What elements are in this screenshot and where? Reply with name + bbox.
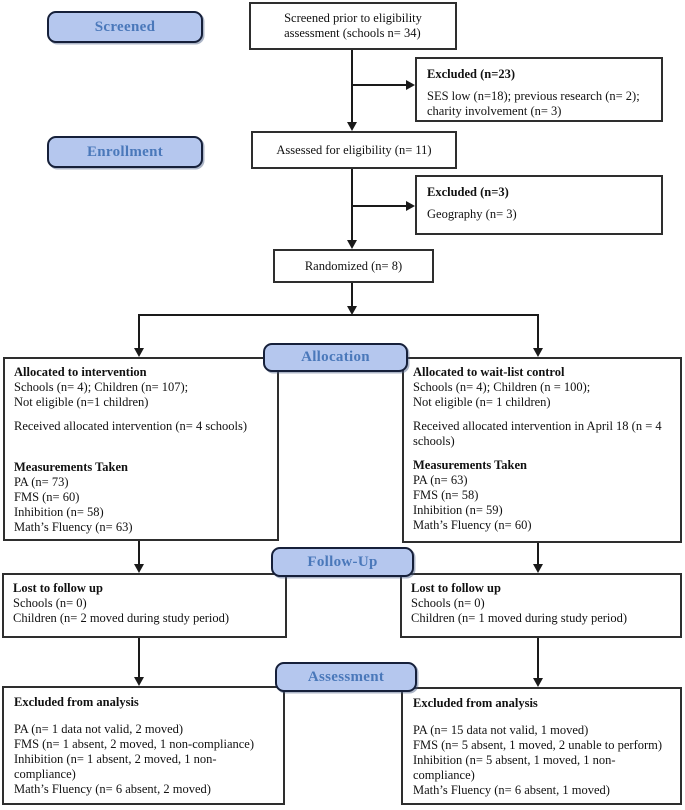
box-title: Excluded (n=3) <box>427 185 509 199</box>
text-line: Schools (n= 0) <box>411 596 485 610</box>
measurements-title: Measurements Taken <box>14 460 129 474</box>
assessed-eligibility-box: Assessed for eligibility (n= 11) <box>251 131 457 169</box>
arrow-down-icon <box>533 678 543 687</box>
connector-screened-to-assessed <box>351 50 353 123</box>
connector-waitlist-to-followup <box>537 543 539 565</box>
lost-followup-intervention-box: Lost to follow up Schools (n= 0) Childre… <box>2 573 287 638</box>
spacer <box>14 434 268 460</box>
stage-badge-label: Screened <box>94 18 156 35</box>
box-title: Excluded (n=23) <box>427 67 516 81</box>
text-line: Math’s Fluency (n= 6 absent, 1 moved) <box>413 783 610 797</box>
text-line: Inhibition (n= 58) <box>14 505 104 519</box>
lost-followup-waitlist-box: Lost to follow up Schools (n= 0) Childre… <box>400 573 682 638</box>
text-line: assessment (schools n= 34) <box>284 26 421 40</box>
text-line: Math’s Fluency (n= 63) <box>14 520 133 534</box>
text-line: PA (n= 15 data not valid, 1 moved) <box>413 723 589 737</box>
stage-badge-follow-up: Follow-Up <box>271 547 414 577</box>
connector-split-to-waitlist <box>537 314 539 349</box>
screened-prior-box: Screened prior to eligibility assessment… <box>249 2 457 50</box>
excluded-analysis-waitlist-box: Excluded from analysis PA (n= 15 data no… <box>401 687 682 805</box>
allocated-intervention-box: Allocated to intervention Schools (n= 4)… <box>3 357 279 541</box>
text-line: Schools (n= 0) <box>13 596 87 610</box>
box-title: Allocated to wait-list control <box>413 365 565 379</box>
text-line: Assessed for eligibility (n= 11) <box>276 142 432 157</box>
stage-badge-label: Allocation <box>301 349 370 365</box>
spacer <box>413 449 671 458</box>
text-line: FMS (n= 5 absent, 1 moved, 2 unable to p… <box>413 738 663 752</box>
arrow-down-icon <box>347 122 357 131</box>
arrow-down-icon <box>533 564 543 573</box>
excluded-1-box: Excluded (n=23) SES low (n=18); previous… <box>415 57 663 122</box>
text-line: PA (n= 1 data not valid, 2 moved) <box>14 722 184 736</box>
measurements-title: Measurements Taken <box>413 458 528 472</box>
text-line: Inhibition (n= 59) <box>413 503 503 517</box>
allocated-waitlist-box: Allocated to wait-list control Schools (… <box>402 357 682 543</box>
arrow-down-icon <box>347 306 357 315</box>
text-line: Inhibition (n= 5 absent, 1 moved, 1 non-… <box>413 753 616 782</box>
connector-split-to-intervention <box>138 314 140 349</box>
text-line: FMS (n= 60) <box>14 490 80 504</box>
text-line: Math’s Fluency (n= 60) <box>413 518 532 532</box>
excluded-2-box: Excluded (n=3) Geography (n= 3) <box>415 175 663 235</box>
text-line: Schools (n= 4); Children (n = 100); <box>413 380 591 394</box>
arrow-right-icon <box>406 201 415 211</box>
spacer <box>14 410 268 419</box>
text-line: Received allocated intervention in April… <box>413 419 662 448</box>
arrow-down-icon <box>134 677 144 686</box>
text-line: FMS (n= 1 absent, 2 moved, 1 non-complia… <box>14 737 254 751</box>
connector-randomized-to-split <box>351 283 353 307</box>
connector-split-line <box>138 314 539 316</box>
box-title: Lost to follow up <box>411 581 501 595</box>
stage-badge-label: Follow-Up <box>307 553 378 570</box>
text-line: Children (n= 2 moved during study period… <box>13 611 230 625</box>
stage-badge-label: Enrollment <box>86 143 164 160</box>
arrow-right-icon <box>406 80 415 90</box>
box-title: Excluded from analysis <box>14 695 139 709</box>
spacer <box>413 410 671 419</box>
text-line: Randomized (n= 8) <box>304 258 403 273</box>
text-line: PA (n= 73) <box>14 475 69 489</box>
text-line: Inhibition (n= 1 absent, 2 moved, 1 non-… <box>14 752 217 781</box>
connector-branch-excluded-1 <box>352 84 407 86</box>
arrow-down-icon <box>533 348 543 357</box>
stage-badge-enrollment: Enrollment <box>47 136 203 168</box>
text-line: Math’s Fluency (n= 6 absent, 2 moved) <box>14 782 211 796</box>
box-title: Allocated to intervention <box>14 365 147 379</box>
connector-intervention-to-followup <box>138 541 140 565</box>
text-line: PA (n= 63) <box>413 473 468 487</box>
text-line: SES low (n=18); previous research (n= 2)… <box>427 89 640 118</box>
arrow-down-icon <box>347 240 357 249</box>
text-line: Screened prior to eligibility <box>284 11 422 25</box>
connector-branch-excluded-2 <box>352 205 407 207</box>
stage-badge-assessment: Assessment <box>275 662 417 692</box>
connector-followup-to-assessment-left <box>138 638 140 678</box>
stage-badge-allocation: Allocation <box>263 343 408 372</box>
text-line: Not eligible (n=1 children) <box>14 395 149 409</box>
text-line: Children (n= 1 moved during study period… <box>411 611 628 625</box>
text-line: Not eligible (n= 1 children) <box>413 395 551 409</box>
text-line: Geography (n= 3) <box>427 207 517 221</box>
text-line: Schools (n= 4); Children (n= 107); <box>14 380 189 394</box>
box-title: Excluded from analysis <box>413 696 538 710</box>
text-line: Received allocated intervention (n= 4 sc… <box>14 419 248 433</box>
text-line: FMS (n= 58) <box>413 488 479 502</box>
connector-followup-to-assessment-right <box>537 638 539 679</box>
randomized-box: Randomized (n= 8) <box>273 249 434 283</box>
excluded-analysis-intervention-box: Excluded from analysis PA (n= 1 data not… <box>2 686 285 805</box>
stage-badge-screened: Screened <box>47 11 203 43</box>
arrow-down-icon <box>134 348 144 357</box>
box-title: Lost to follow up <box>13 581 103 595</box>
stage-badge-label: Assessment <box>307 668 385 685</box>
arrow-down-icon <box>134 564 144 573</box>
